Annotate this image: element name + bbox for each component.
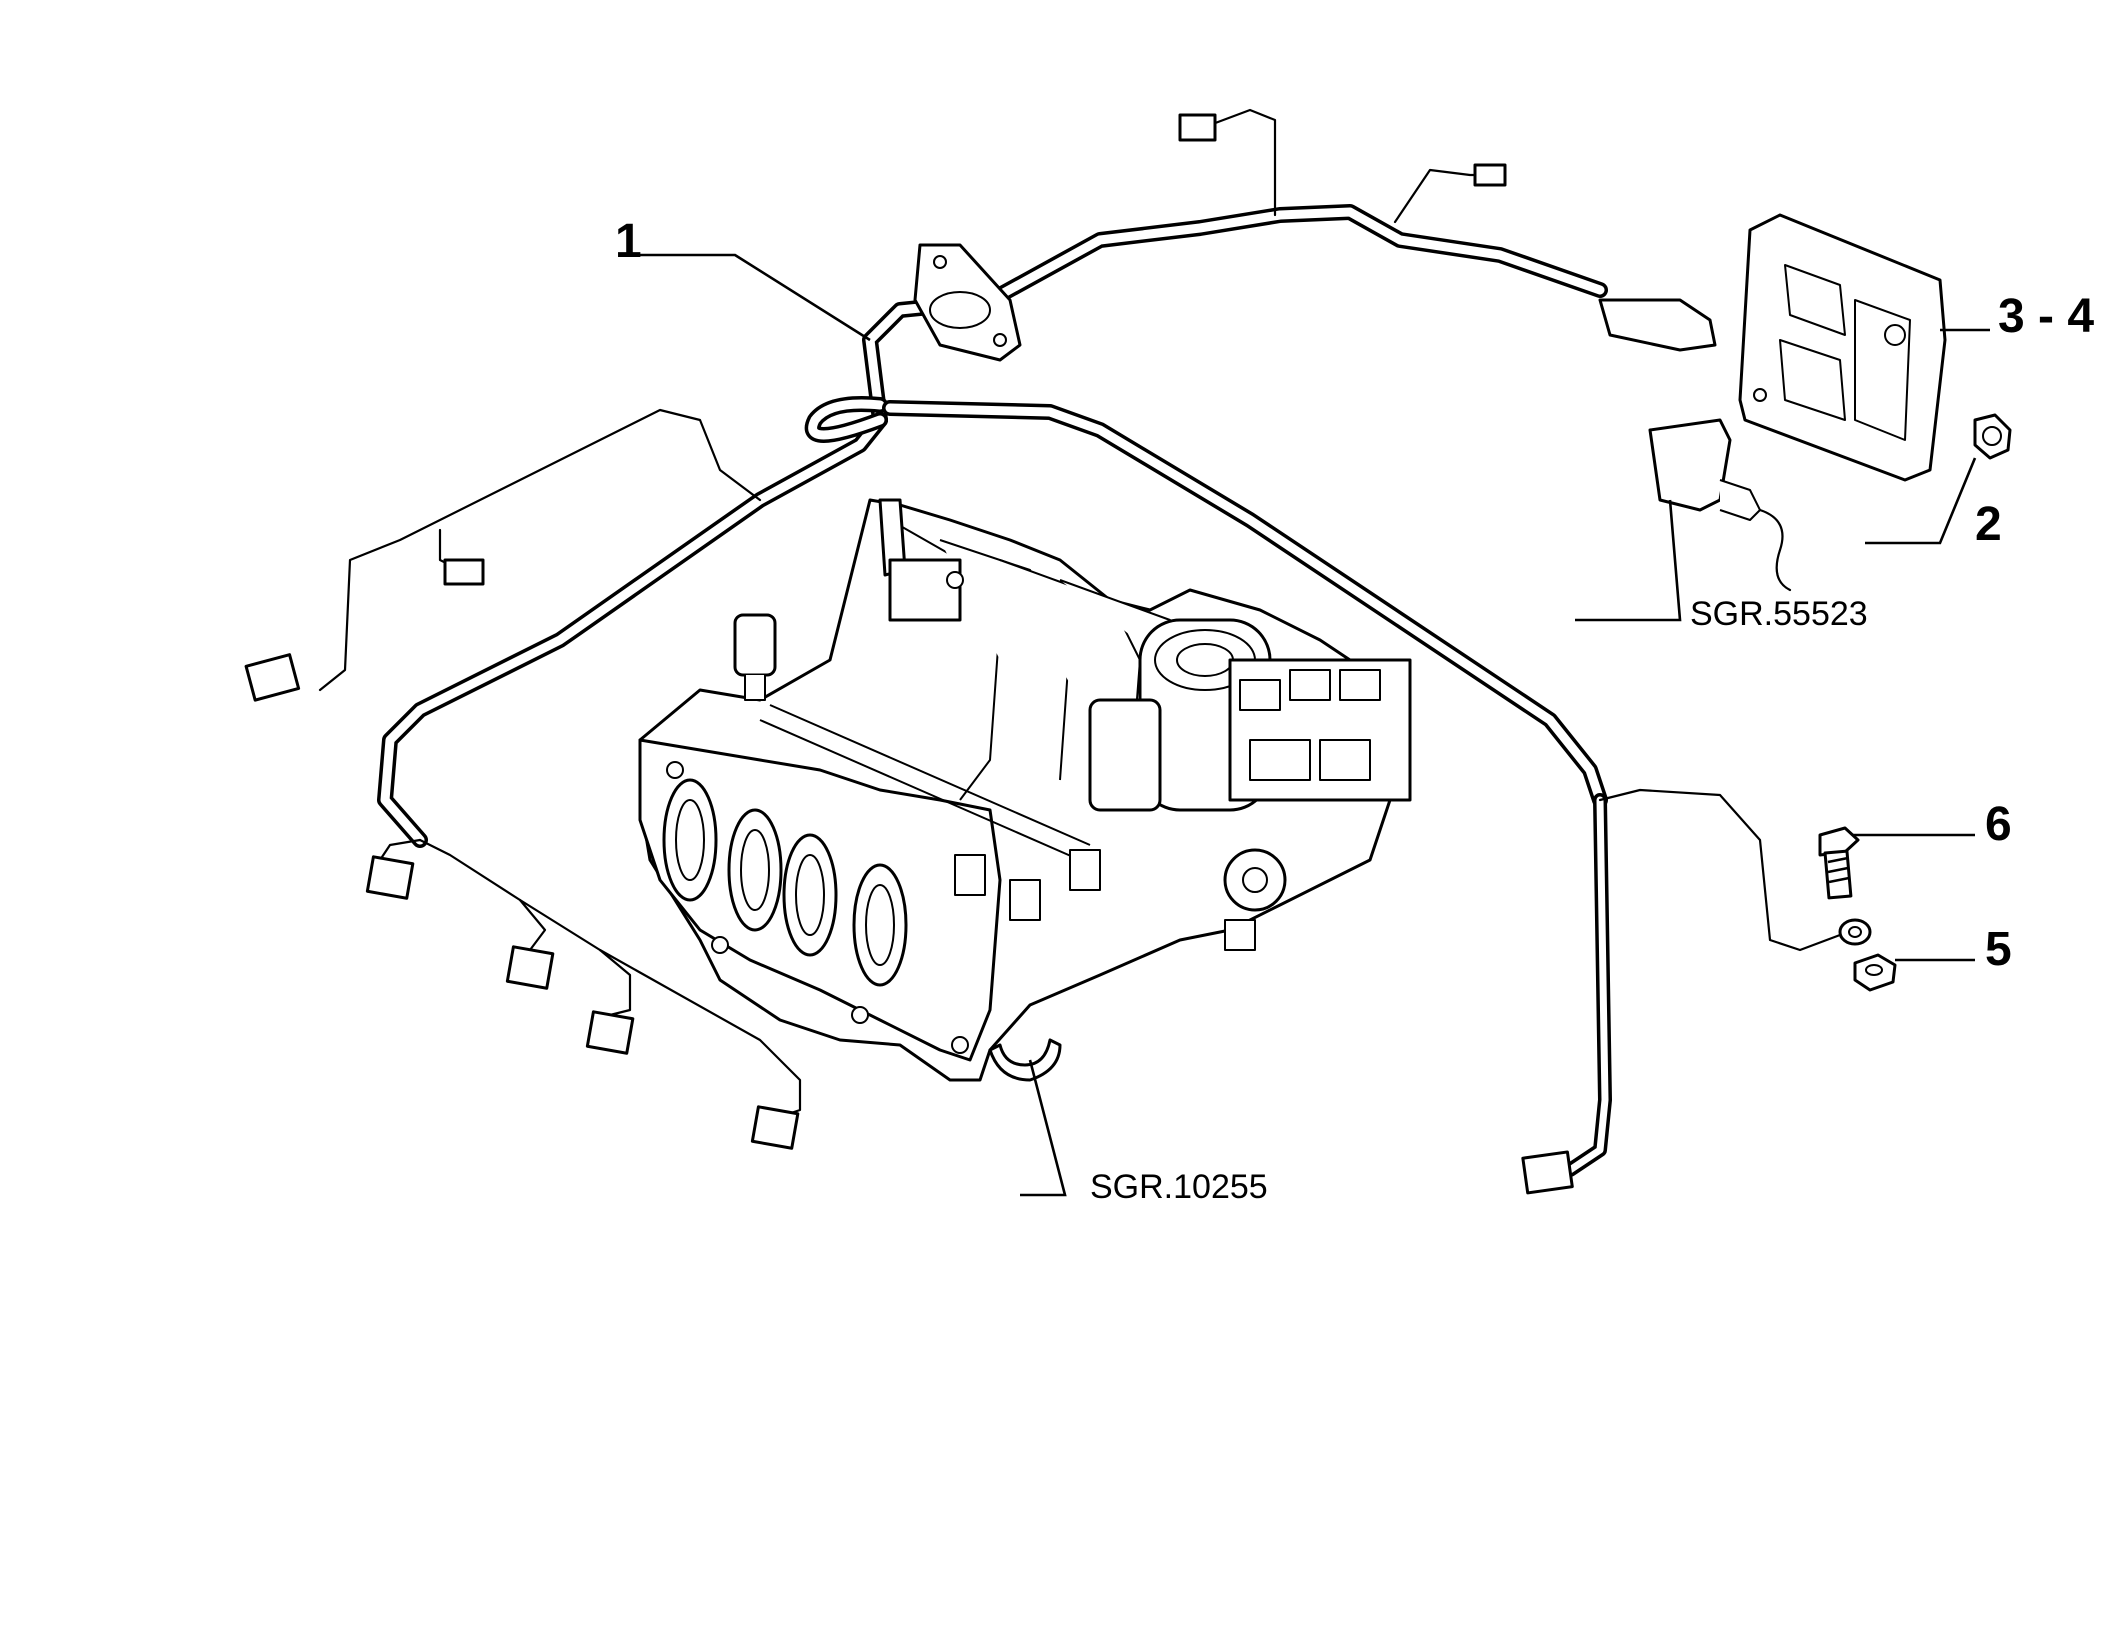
ecu-module	[1738, 213, 1947, 482]
callout-2: 2	[1975, 498, 2002, 551]
nut-part-2	[1973, 413, 2012, 460]
leader-lines	[640, 253, 1990, 1197]
ref-sgr-55523: SGR.55523	[1690, 595, 1868, 633]
wiring-harness	[244, 108, 1872, 1195]
bolt-part-6	[1818, 826, 1860, 900]
sensor-sgr55523	[1648, 418, 1792, 592]
callout-1: 1	[615, 215, 642, 268]
callout-6: 6	[1985, 798, 2012, 851]
nut-part-5	[1853, 953, 1897, 992]
callout-3-4: 3 - 4	[1998, 290, 2094, 343]
callout-5: 5	[1985, 923, 2012, 976]
intake-manifold-assembly	[638, 498, 1412, 1082]
ref-sgr-10255: SGR.10255	[1090, 1168, 1268, 1206]
